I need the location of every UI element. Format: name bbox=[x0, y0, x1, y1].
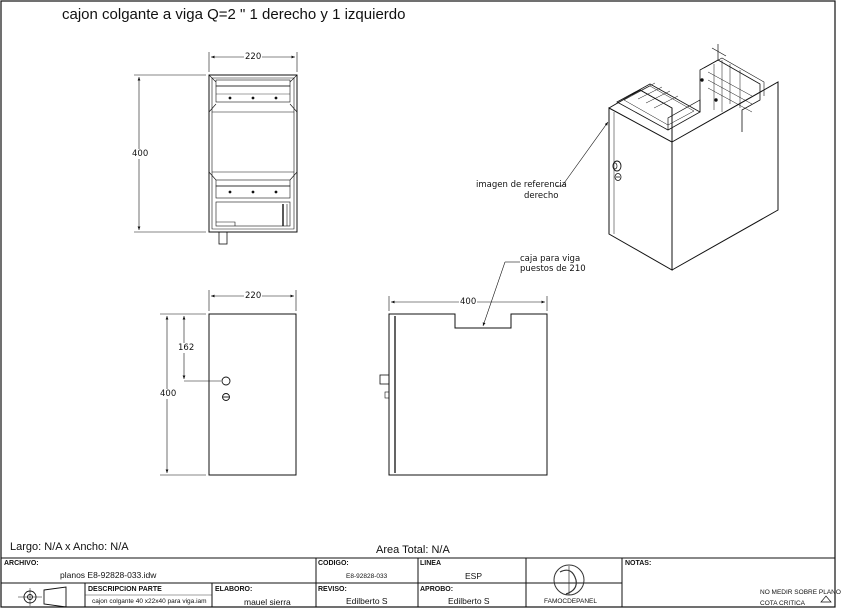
codigo-value: E8-92828-033 bbox=[346, 573, 388, 580]
drawing-title: cajon colgante a viga Q=2 " 1 derecho y … bbox=[62, 6, 406, 23]
archivo-label: ARCHIVO: bbox=[4, 560, 39, 567]
front-dimension-lines bbox=[134, 52, 298, 233]
linea-value: ESP bbox=[465, 571, 483, 581]
projection-symbol-icon bbox=[18, 586, 67, 608]
elaboro-label: ELABORO: bbox=[215, 586, 253, 593]
front-view bbox=[208, 74, 298, 245]
dim-front-width: 220 bbox=[244, 52, 263, 62]
critical-dim-icon bbox=[820, 595, 832, 603]
size-info: Largo: N/A x Ancho: N/A bbox=[10, 541, 129, 553]
linea-label: LINEA bbox=[420, 560, 441, 567]
dim-bottom-height: 400 bbox=[159, 389, 178, 399]
title-block-grid bbox=[0, 557, 835, 607]
aprobo-value: Edilberto S bbox=[448, 596, 490, 606]
reviso-label: REVISO: bbox=[318, 586, 347, 593]
codigo-label: CODIGO: bbox=[318, 560, 349, 567]
bottom-front-dimension-lines bbox=[160, 290, 297, 476]
dim-bottom-width: 220 bbox=[244, 291, 263, 301]
descripcion-label: DESCRIPCION PARTE bbox=[88, 586, 162, 593]
archivo-value: planos E8-92828-033.idw bbox=[60, 570, 157, 580]
beam-box-label-1: caja para viga bbox=[520, 254, 581, 264]
beam-box-label-2: puestos de 210 bbox=[520, 264, 586, 274]
side-view bbox=[379, 313, 548, 476]
dim-side-width: 400 bbox=[459, 297, 478, 307]
notas-label: NOTAS: bbox=[625, 560, 652, 567]
bottom-front-view bbox=[208, 313, 297, 476]
dim-bottom-offset: 162 bbox=[177, 343, 196, 353]
area-info: Area Total: N/A bbox=[376, 544, 450, 556]
note-cota-critica: COTA CRITICA bbox=[760, 600, 806, 607]
company-logo-icon bbox=[553, 564, 585, 596]
isometric-view bbox=[608, 44, 779, 271]
logo-text: FAMOCDEPANEL bbox=[544, 598, 597, 605]
reference-image-label-1: imagen de referencia bbox=[476, 180, 567, 190]
reference-leader bbox=[556, 121, 609, 187]
reference-image-label-2: derecho bbox=[524, 191, 559, 201]
aprobo-label: APROBO: bbox=[420, 586, 454, 593]
note-no-medir: NO MEDIR SOBRE PLANO bbox=[760, 589, 841, 596]
dim-front-height: 400 bbox=[131, 149, 150, 159]
elaboro-value: mauel sierra bbox=[244, 597, 291, 607]
descripcion-value: cajon colgante 40 x22x40 para viga.iam bbox=[92, 598, 207, 605]
reviso-value: Edilberto S bbox=[346, 596, 388, 606]
